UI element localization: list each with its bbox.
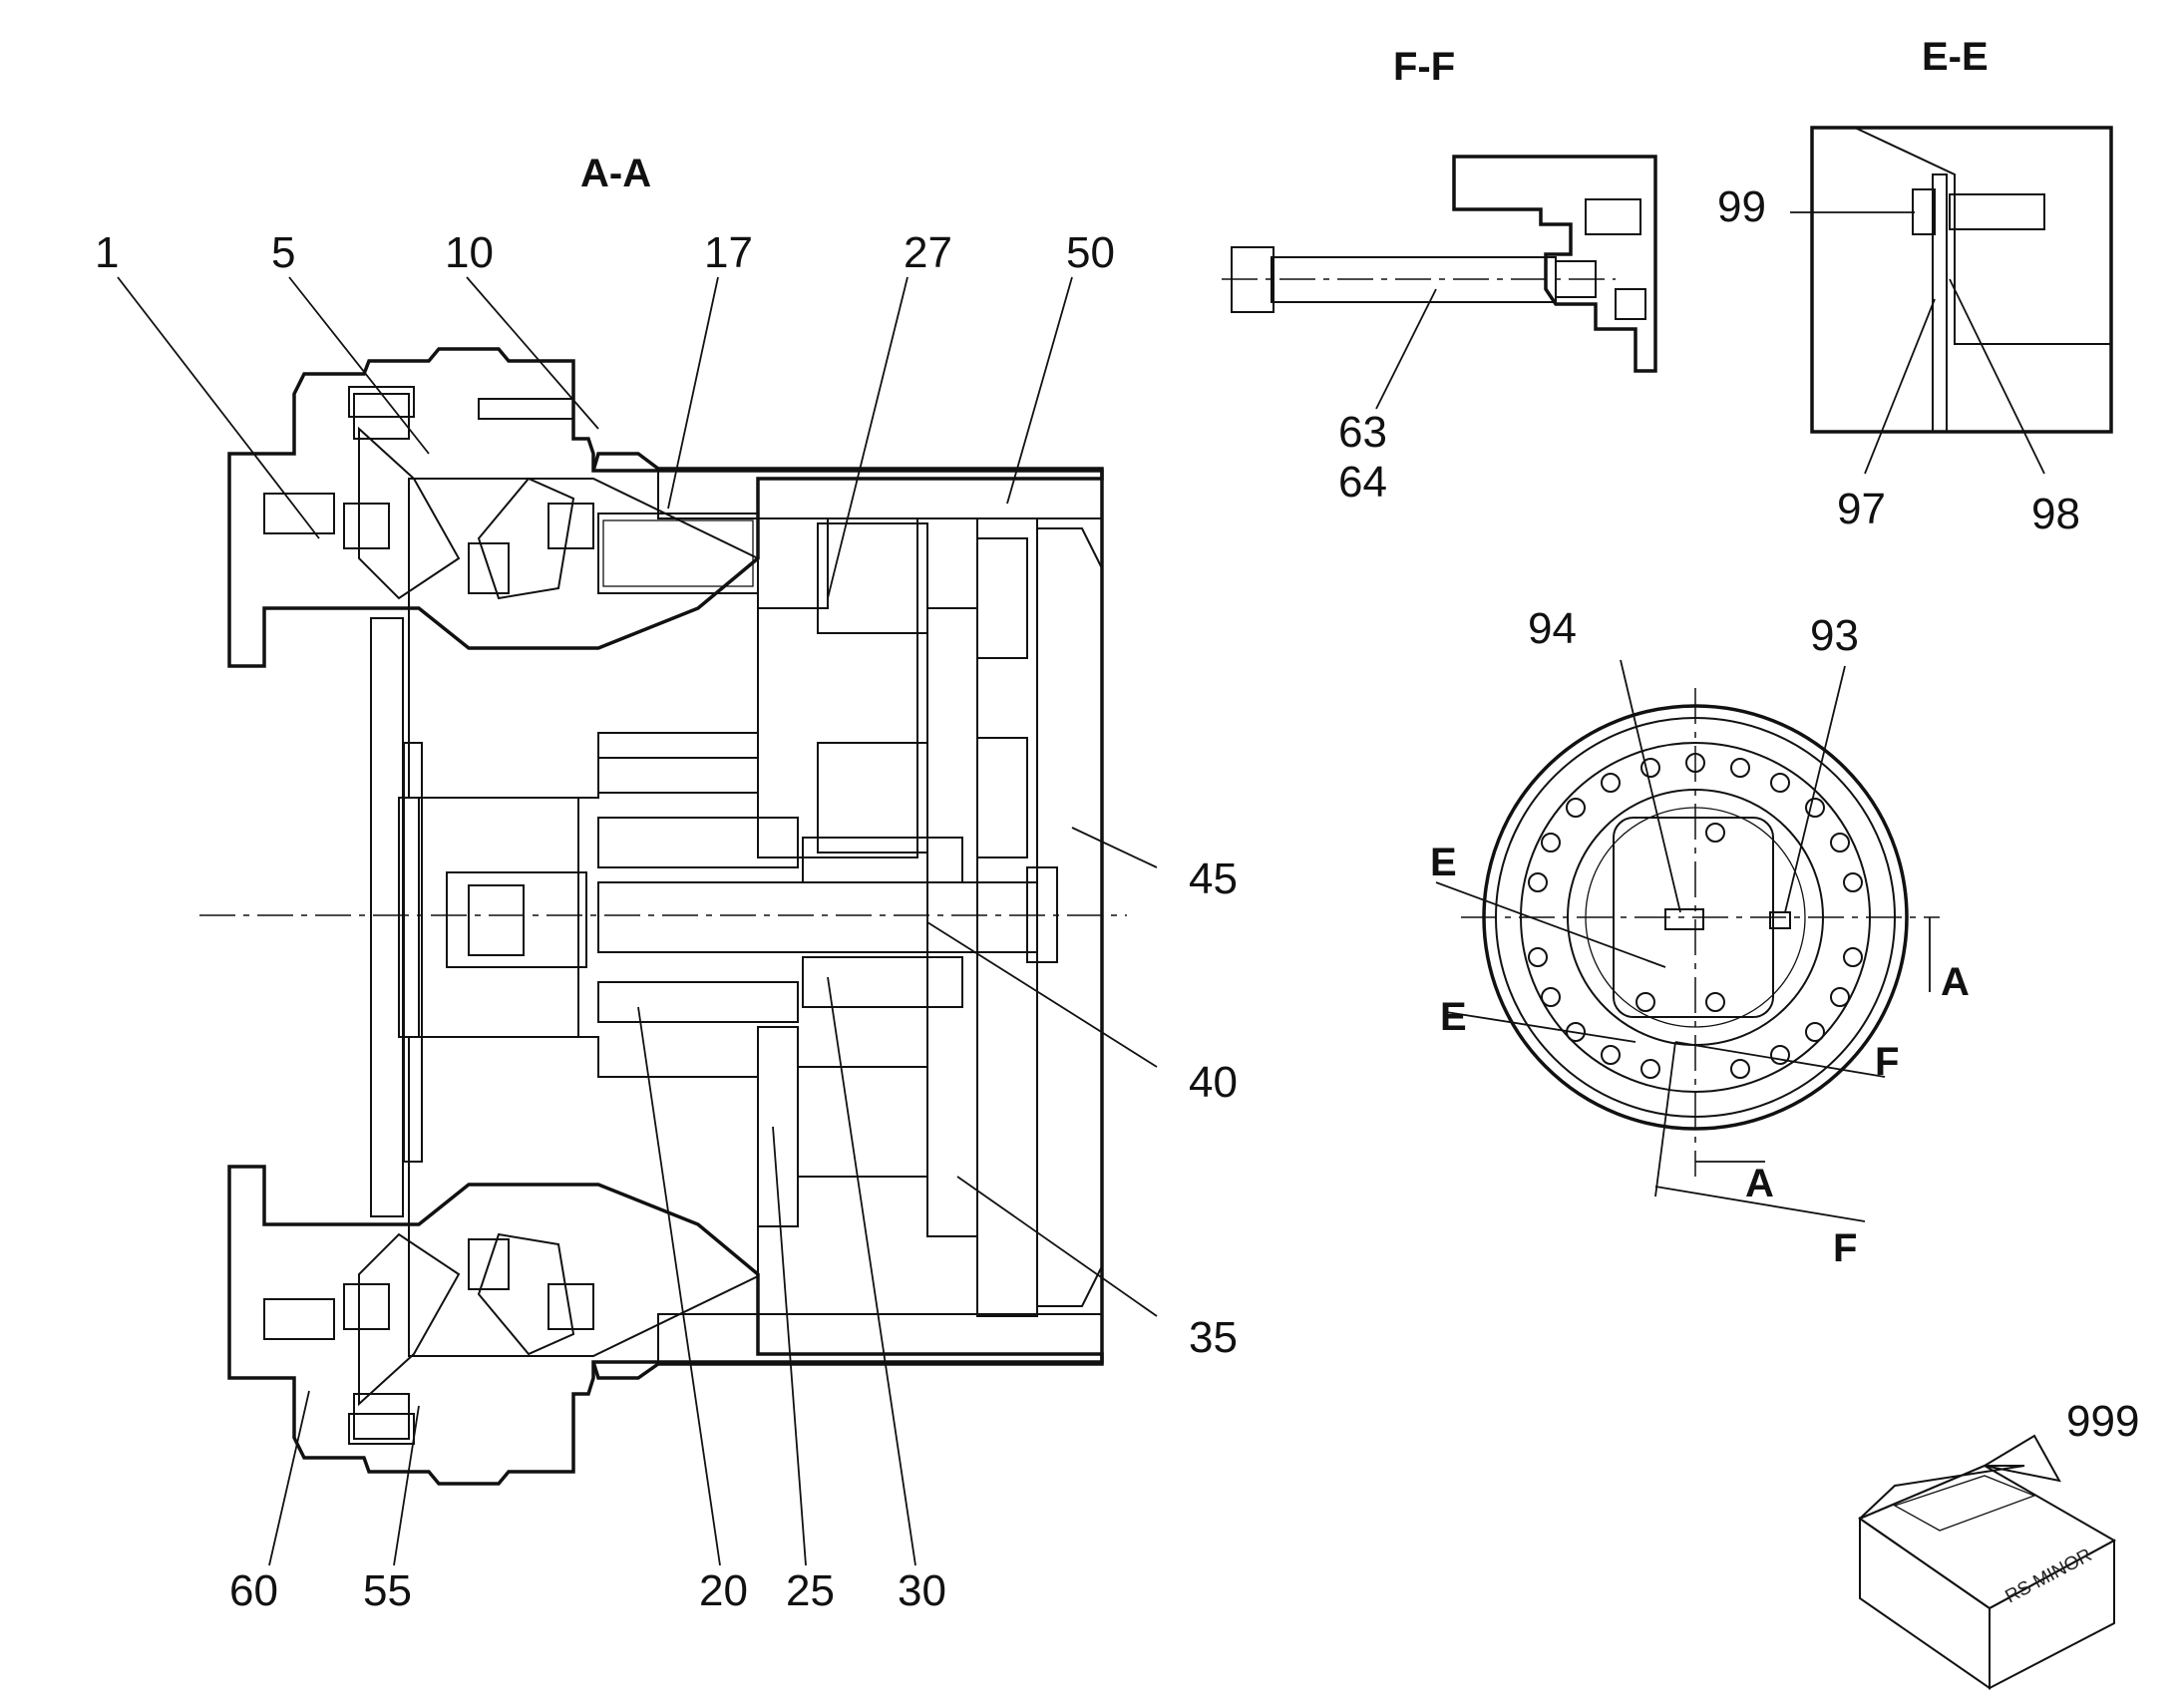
center-key [1664, 908, 1704, 930]
cut-mark-f-right: F [1875, 1040, 1899, 1084]
planet-bearing-right-mid [817, 742, 928, 854]
section-ee-view [1790, 126, 2113, 475]
input-socket-bore [468, 884, 525, 956]
housing-lower [227, 1165, 1104, 1486]
ee-hatch-block [1854, 127, 2112, 345]
casing-wall-top [657, 468, 1103, 519]
slot-93 [1769, 911, 1791, 929]
box-front [1859, 1517, 1991, 1690]
leaders-aa [117, 276, 1158, 1566]
carrier-hub-upper [802, 837, 963, 883]
box-flap-1 [1859, 1465, 2025, 1520]
part-label-5: 5 [271, 228, 295, 277]
front-view [1435, 659, 1940, 1222]
box-top [1857, 1464, 2117, 1610]
section-ff-view [1222, 155, 1657, 410]
part-label-50: 50 [1066, 228, 1115, 277]
seal-55 [348, 1413, 415, 1445]
part-label-98: 98 [2031, 490, 2080, 538]
housing-upper [227, 347, 1104, 668]
part-label-55: 55 [363, 1566, 412, 1615]
part-label-64: 64 [1338, 458, 1387, 507]
package-box [1857, 1434, 2117, 1690]
part-label-94: 94 [1528, 604, 1577, 653]
ee-bolt [1949, 193, 2045, 230]
box-label: RS MINOR [2001, 1544, 2095, 1607]
box-stripe [1893, 1475, 2036, 1532]
part-label-93: 93 [1810, 611, 1859, 660]
cut-mark-e-top: E [1430, 841, 1457, 884]
end-cover [1036, 527, 1103, 1307]
part-label-30: 30 [898, 1566, 946, 1615]
bearing-upper [343, 393, 594, 600]
ff-block [1452, 155, 1657, 373]
carrier-plate [926, 607, 978, 1237]
sleeve-lower [597, 981, 799, 1023]
part-label-1: 1 [95, 228, 119, 277]
bolt-upper [263, 493, 335, 534]
part-label-10: 10 [445, 228, 494, 277]
planet-bearing-right-top [817, 522, 928, 634]
cut-mark-e-bottom: E [1440, 995, 1467, 1039]
casing-wall-bottom [657, 1313, 1103, 1365]
hub-bore [398, 797, 579, 1038]
cut-mark-a-bottom: A [1745, 1162, 1774, 1205]
part-label-999: 999 [2066, 1397, 2139, 1446]
planet-bearing-mid [597, 732, 759, 794]
section-aa-view [199, 347, 1127, 1486]
ff-seal [1585, 198, 1641, 235]
gear-25 [757, 1026, 799, 1227]
part-label-45: 45 [1189, 854, 1238, 903]
section-title-ff: F-F [1393, 45, 1455, 89]
planet-bearing-top [597, 512, 759, 594]
bolt-lower [263, 1298, 335, 1340]
part-label-25: 25 [786, 1566, 835, 1615]
bearing-carrier-top [976, 537, 1028, 659]
part-label-63: 63 [1338, 408, 1387, 457]
carrier-hub-lower [802, 956, 963, 1008]
part-label-97: 97 [1837, 485, 1886, 533]
box-flap-2 [1982, 1434, 2061, 1483]
planet-shaft-lower [797, 1066, 928, 1178]
part-label-99: 99 [1717, 182, 1766, 231]
part-label-60: 60 [229, 1566, 278, 1615]
planet-gear-upper [757, 517, 918, 858]
stud-top [478, 398, 574, 420]
cut-mark-f-bottom: F [1833, 1226, 1857, 1270]
section-title-ee: E-E [1922, 35, 1989, 79]
part-label-17: 17 [704, 228, 753, 277]
ee-bolt-head [1912, 188, 1936, 235]
input-socket [446, 871, 587, 968]
cut-mark-a-right: A [1941, 960, 1970, 1004]
sleeve-upper [597, 817, 799, 868]
hub-left-flange [370, 617, 404, 1217]
section-title-aa: A-A [580, 152, 651, 195]
ff-seal-2 [1615, 288, 1646, 320]
needle-bearing-top [602, 519, 754, 587]
ee-frame [1810, 126, 2113, 434]
part-label-40: 40 [1189, 1058, 1238, 1107]
seal-5 [348, 386, 415, 418]
sun-shaft [597, 881, 1038, 953]
bearing-carrier-mid [976, 737, 1028, 858]
part-label-27: 27 [904, 228, 952, 277]
bearing-lower [343, 1232, 594, 1440]
part-label-35: 35 [1189, 1313, 1238, 1362]
part-label-20: 20 [699, 1566, 748, 1615]
